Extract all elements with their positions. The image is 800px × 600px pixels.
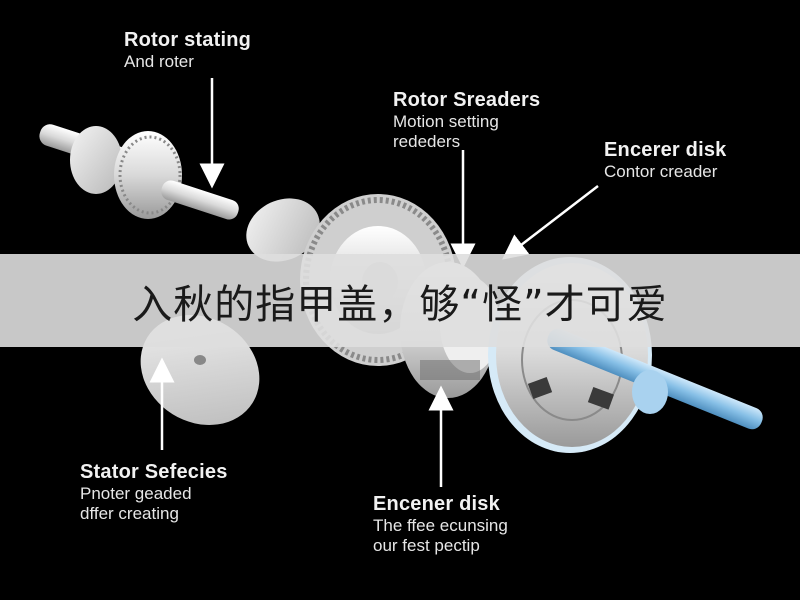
label-sub: The ffee ecunsing xyxy=(373,516,508,535)
rotor-shaft-icon xyxy=(39,124,239,220)
label-title: Encener disk xyxy=(373,493,500,515)
arrow-icon xyxy=(149,78,599,487)
banner-text: 入秋的指甲盖，够“怪”才可爱 xyxy=(132,281,668,328)
label-stator-sefecies: Stator Sefecies Pnoter geaded dffer crea… xyxy=(80,462,228,523)
label-sub: our fest pectip xyxy=(373,535,480,555)
label-title: Rotor Sreaders xyxy=(393,89,541,111)
label-sub: Pnoter geaded xyxy=(80,484,192,503)
label-sub: Motion setting xyxy=(393,112,499,131)
label-sub: And roter xyxy=(124,52,194,71)
label-sub: rededers xyxy=(393,131,461,151)
label-rotor-stating: Rotor stating And roter xyxy=(124,30,251,71)
label-sub: Contor creader xyxy=(604,162,718,181)
disk-icon xyxy=(246,198,320,262)
caption-banner: 入秋的指甲盖，够“怪”才可爱 xyxy=(0,254,800,347)
label-title: Encerer disk xyxy=(604,139,727,161)
label-rotor-sreaders: Rotor Sreaders Motion setting rededers xyxy=(393,90,540,151)
label-sub: dffer creating xyxy=(80,503,179,523)
output-shaft-icon xyxy=(547,328,763,430)
label-title: Stator Sefecies xyxy=(80,461,228,483)
label-encerer-disk: Encerer disk Contor creader xyxy=(604,140,726,181)
label-encener-disk: Encener disk The ffee ecunsing our fest … xyxy=(373,494,508,555)
label-title: Rotor stating xyxy=(124,29,252,51)
